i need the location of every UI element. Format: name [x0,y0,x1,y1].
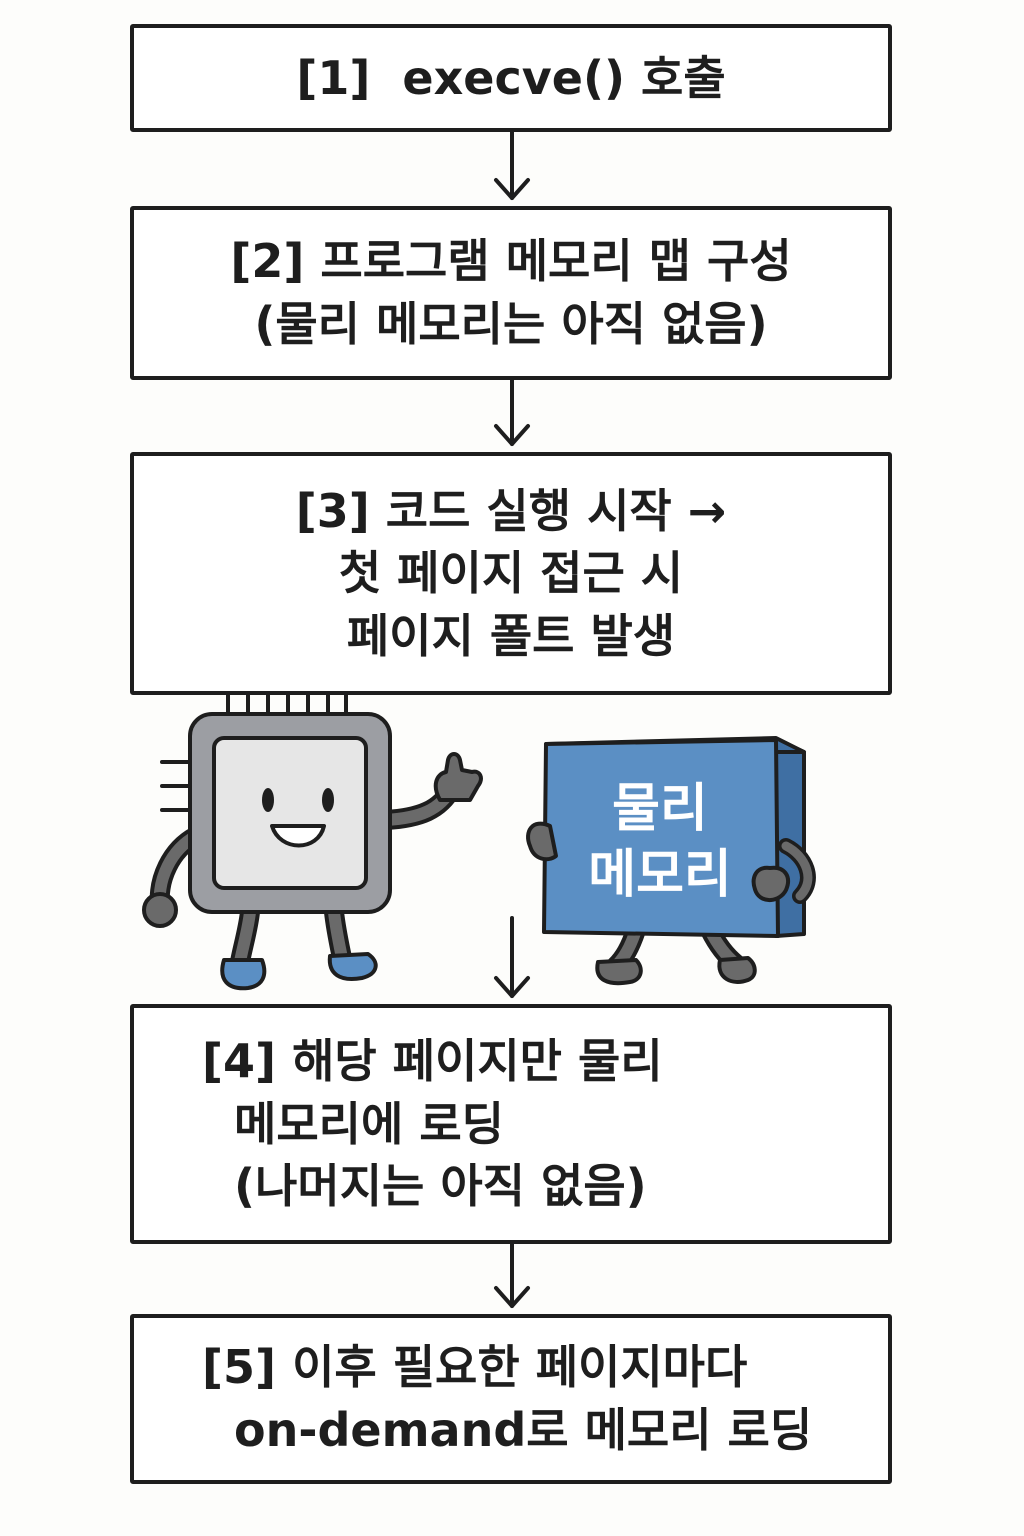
arrow-2-to-3 [494,378,530,446]
chip-pins-left [160,760,194,812]
smile [270,824,326,848]
step-1-text: [1] execve() 호출 [296,50,726,105]
right-shoe [327,952,378,981]
memory-box-front [542,738,780,938]
waving-hand [433,752,483,802]
memory-label-line2: 메모리 [588,845,732,905]
cpu-chip-character [142,684,483,991]
arrow-3-to-4 [494,916,530,998]
step-4-box: [4] 해당 페이지만 물리 메모리에 로딩 (나머지는 아직 없음) [130,1004,892,1244]
left-shoe [220,958,267,991]
physical-memory-character: 물리 메모리 [526,736,816,986]
memory-label-line1: 물리 [612,779,708,839]
step-1-box: [1] execve() 호출 [130,24,892,132]
arrow-1-to-2 [494,130,530,200]
left-hand [526,821,558,862]
arrow-4-to-5 [494,1242,530,1308]
step-5-text: [5] 이후 필요한 페이지마다 on-demand로 메모리 로딩 [202,1340,813,1457]
step-3-text: [3] 코드 실행 시작 → 첫 페이지 접근 시 페이지 폴트 발생 [295,483,727,663]
step-5-box: [5] 이후 필요한 페이지마다 on-demand로 메모리 로딩 [130,1314,892,1484]
step-3-box: [3] 코드 실행 시작 → 첫 페이지 접근 시 페이지 폴트 발생 [130,452,892,695]
right-hand [751,865,790,902]
step-4-text: [4] 해당 페이지만 물리 메모리에 로딩 (나머지는 아직 없음) [202,1034,663,1214]
step-2-box: [2] 프로그램 메모리 맵 구성 (물리 메모리는 아직 없음) [130,206,892,380]
chip-screen [212,736,368,890]
memory-box-side [774,738,806,938]
step-2-text: [2] 프로그램 메모리 맵 구성 (물리 메모리는 아직 없음) [230,234,792,351]
